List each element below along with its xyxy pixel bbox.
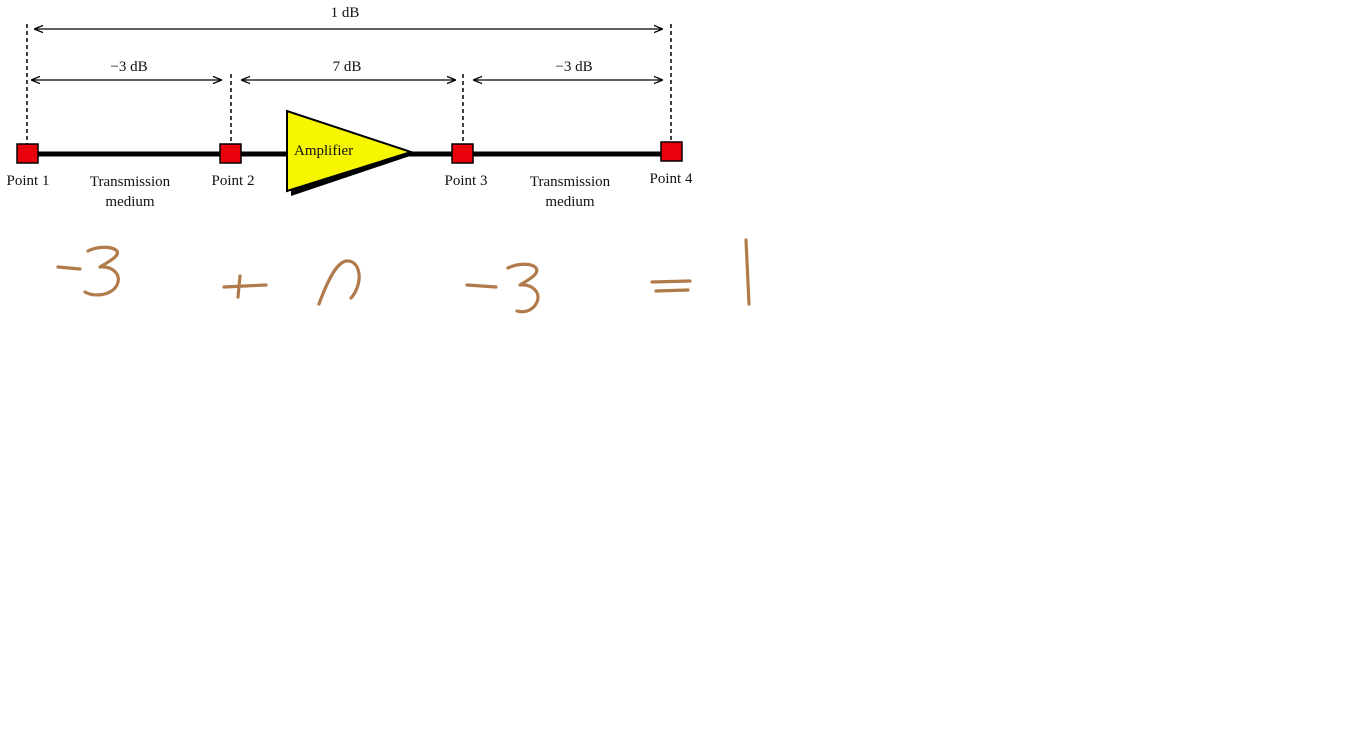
medium-1-label-line2: medium	[105, 194, 154, 210]
point-1-marker	[16, 143, 39, 164]
span-segment-1-label: −3 dB	[110, 59, 147, 75]
medium-1-label-line1: Transmission	[90, 174, 171, 190]
point-3-label: Point 3	[445, 173, 488, 189]
point-4-marker	[660, 141, 683, 162]
amplifier: Amplifier	[286, 109, 416, 196]
point-markers	[16, 141, 683, 164]
span-arrows	[32, 29, 662, 80]
handwritten-equation	[56, 238, 751, 314]
point-1-label: Point 1	[7, 173, 50, 189]
point-4-label: Point 4	[650, 171, 693, 187]
handwritten-term-one	[744, 238, 751, 306]
dashed-guides	[26, 24, 672, 146]
amplifier-triangle	[286, 109, 415, 193]
handwritten-term-minus-3-b	[465, 262, 540, 314]
point-2-marker	[219, 143, 242, 164]
handwritten-term-plus	[222, 274, 268, 299]
point-3-marker	[451, 143, 474, 164]
amplifier-label: Amplifier	[294, 143, 353, 159]
span-segment-2-label: 7 dB	[333, 59, 362, 75]
point-2-label: Point 2	[212, 173, 255, 189]
span-total-label: 1 dB	[331, 5, 360, 21]
medium-2-label-line2: medium	[545, 194, 594, 210]
span-segment-3-label: −3 dB	[555, 59, 592, 75]
handwritten-term-seven	[317, 259, 361, 306]
handwritten-term-equals	[650, 279, 692, 293]
handwritten-term-minus-3-a	[56, 245, 120, 297]
medium-2-label-line1: Transmission	[530, 174, 611, 190]
